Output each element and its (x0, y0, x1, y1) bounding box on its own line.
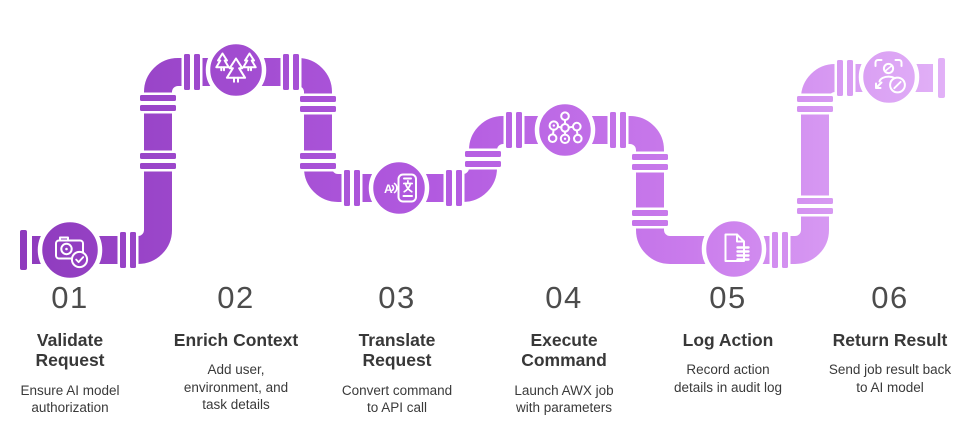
step-description: Record action details in audit log (673, 362, 783, 395)
step-1-label: 01 Validate Request Ensure AI model auth… (0, 280, 158, 417)
step-1-node (37, 217, 103, 283)
step-description: Ensure AI model authorization (20, 382, 120, 416)
document-log-icon (724, 233, 750, 262)
network-graph-icon (547, 111, 583, 145)
step-number: 03 (378, 280, 416, 315)
step-title: Return Result (832, 329, 948, 350)
step-number: 06 (871, 280, 909, 315)
step-5-node (701, 216, 767, 282)
svg-text:A: A (384, 182, 393, 196)
step-3-label: 03 Translate Request Convert command to … (309, 280, 485, 417)
pipe-couplings-horizontal (117, 54, 856, 268)
step-labels: 01 Validate Request Ensure AI model auth… (0, 280, 960, 432)
step-6-label: 06 Return Result Send job result back to… (802, 280, 960, 396)
step-4-node (534, 99, 596, 161)
pipe-flange-end (938, 58, 945, 98)
step-number: 02 (217, 280, 255, 315)
step-number: 04 (545, 280, 583, 315)
step-3-node: A (368, 157, 430, 219)
step-6-node (858, 46, 920, 108)
translate-phone-icon: A (384, 173, 417, 203)
person-verified-icon (874, 59, 906, 94)
step-4-label: 04 Execute Command Launch AWX job with p… (476, 280, 652, 417)
camera-check-icon (55, 236, 89, 269)
step-title: Execute Command (521, 329, 607, 371)
step-number: 01 (51, 280, 89, 315)
step-title: Translate Request (358, 329, 436, 371)
pipeline-diagram: A (20, 39, 945, 283)
step-number: 05 (709, 280, 747, 315)
step-description: Add user, environment, and task details (183, 362, 289, 413)
pipe-flange-start (20, 230, 27, 270)
step-2-label: 02 Enrich Context Add user, environment,… (148, 280, 324, 414)
step-title: Validate Request (35, 329, 105, 371)
pipe-couplings-vertical (140, 92, 833, 229)
step-description: Send job result back to AI model (828, 362, 952, 395)
step-2-node (205, 39, 267, 101)
step-5-label: 05 Log Action Record action details in a… (640, 280, 816, 396)
step-description: Convert command to API call (341, 382, 453, 416)
step-title: Log Action (682, 329, 774, 350)
step-title: Enrich Context (173, 329, 299, 350)
step-description: Launch AWX job with parameters (514, 382, 614, 416)
forest-trees-icon (215, 52, 257, 83)
